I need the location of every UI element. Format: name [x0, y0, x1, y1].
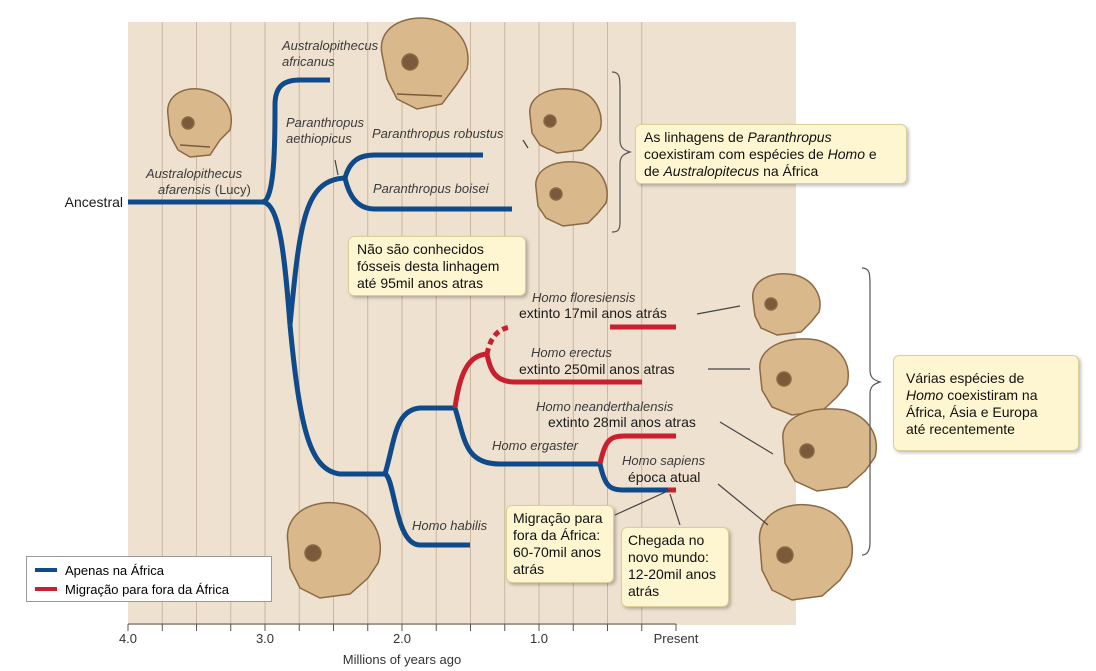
skull-afarensis-icon: [167, 88, 232, 158]
extinct-erectus: extinto 250mil anos atras: [519, 361, 675, 377]
phylogeny-tree: [128, 77, 676, 548]
skull-africanus-icon: [380, 17, 469, 110]
skull-neanderthalensis-icon: [782, 408, 877, 492]
branch-erectus: [484, 353, 642, 385]
axis-tick-label: Present: [654, 631, 699, 646]
timeline-panel: [128, 22, 796, 625]
label-erectus: Homo erectus: [531, 345, 612, 360]
skull-boisei-icon: [535, 161, 608, 227]
axis-tick-label: 4.0: [119, 631, 137, 646]
note-no-fossils: Não são conhecidos fósseis desta linhage…: [348, 236, 526, 296]
legend-item-africa: Apenas na África: [35, 562, 164, 578]
branch-africanus: [261, 199, 293, 326]
label-robustus: Paranthropus robustus: [372, 126, 504, 141]
skull-images: [167, 17, 877, 601]
skull-habilis-icon: [286, 502, 382, 599]
x-axis-label: Millions of years ago: [343, 652, 462, 667]
extinct-floresiensis: extinto 17mil anos atrás: [519, 305, 667, 321]
axis-tick-label: 3.0: [256, 631, 274, 646]
label-aethiopicus-genus: Paranthropus: [286, 115, 365, 130]
note-migration: Migração para fora da África: 60-70mil a…: [506, 505, 614, 583]
x-axis-ticks: [127, 624, 677, 631]
pointer-lines: [334, 139, 774, 526]
branch-erectus-stem: [452, 351, 488, 409]
label-afarensis-species: afarensis(Lucy): [158, 182, 251, 197]
axis-tick-label: 1.0: [530, 631, 548, 646]
label-ergaster: Homo ergaster: [492, 438, 579, 453]
label-africanus-genus: Australopithecus: [281, 38, 379, 53]
label-boisei: Paranthropus boisei: [373, 181, 490, 196]
branch-homo-stem: [287, 324, 385, 477]
branch-neanderthal: [597, 433, 676, 465]
branch-ergaster-split: [382, 405, 455, 475]
branch-boisei: [342, 177, 512, 212]
legend-label-africa: Apenas na África: [65, 562, 165, 578]
bracket-homo: [861, 267, 882, 556]
x-axis-tick-labels: 4.0 3.0 2.0 1.0 Present: [119, 631, 699, 646]
legend-swatch-out-of-africa: [35, 587, 57, 591]
skull-floresiensis-icon: [752, 273, 821, 336]
branch-habilis: [383, 471, 470, 548]
legend-label-out-of-africa: Migração para fora da África: [65, 581, 230, 597]
bracket-paranthropus: [611, 71, 632, 233]
branch-root: [260, 77, 330, 205]
legend-item-out-of-africa: Migração para fora da África: [35, 581, 229, 597]
skull-sapiens-icon: [758, 504, 854, 601]
branch-robustus: [342, 152, 483, 179]
label-sapiens: Homo sapiens: [622, 453, 706, 468]
label-afarensis-genus: Australopithecus: [145, 166, 243, 181]
branch-paranthropus-stem: [287, 175, 346, 326]
branch-ergaster: [452, 407, 600, 467]
label-africanus-species: africanus: [282, 54, 335, 69]
note-paranthropus: As linhagens de Paranthropus coexistiram…: [635, 124, 907, 184]
label-habilis: Homo habilis: [412, 518, 488, 533]
axis-tick-label: 2.0: [393, 631, 411, 646]
legend-swatch-africa: [35, 568, 57, 572]
skull-erectus-icon: [759, 338, 849, 416]
note-homo: Várias espécies de Homo coexistiram na Á…: [893, 355, 1079, 451]
label-aethiopicus-species: aethiopicus: [286, 131, 352, 146]
ancestral-label: Ancestral: [65, 194, 123, 210]
branch-floresiensis: [484, 324, 511, 355]
extinct-sapiens: época atual: [628, 469, 700, 485]
extinct-neanderthalensis: extinto 28mil anos atras: [548, 414, 696, 430]
label-floresiensis: Homo floresiensis: [532, 290, 636, 305]
branch-sapiens: [597, 463, 668, 493]
skull-robustus-icon: [529, 88, 602, 154]
note-new-world: Chegada no novo mundo: 12-20mil anos atr…: [621, 527, 729, 607]
label-neanderthalensis: Homo neanderthalensis: [536, 399, 674, 414]
legend: Apenas na África Migração para fora da Á…: [26, 556, 272, 602]
